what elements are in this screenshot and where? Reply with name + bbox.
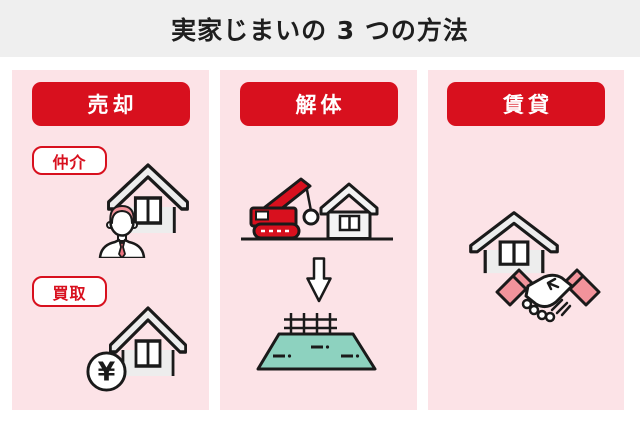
handshake-icon xyxy=(495,268,601,323)
tag-buyout: 買取 xyxy=(32,276,107,307)
realtor-icon xyxy=(98,205,146,258)
house-icon xyxy=(469,211,559,274)
down-arrow-icon xyxy=(306,257,332,303)
excavator-demolishing-house-icon xyxy=(241,177,393,241)
panel-rental: 賃貸 xyxy=(428,70,624,410)
yen-symbol: ¥ xyxy=(98,356,116,386)
panel-demolition: 解体 xyxy=(220,70,417,410)
rental-heading-badge: 賃貸 xyxy=(447,82,605,126)
yen-icon: ¥ xyxy=(86,351,127,392)
vacant-land-icon xyxy=(256,313,377,371)
methods-row: 売却 仲介 買取 xyxy=(0,70,640,410)
sale-heading-badge: 売却 xyxy=(31,82,190,126)
panel-sale: 売却 仲介 買取 xyxy=(12,70,209,410)
tag-brokerage: 仲介 xyxy=(32,146,107,175)
title-bar: 実家じまいの 3 つの方法 xyxy=(0,0,640,57)
demolition-heading-badge: 解体 xyxy=(239,82,398,126)
page-title: 実家じまいの 3 つの方法 xyxy=(171,15,469,45)
